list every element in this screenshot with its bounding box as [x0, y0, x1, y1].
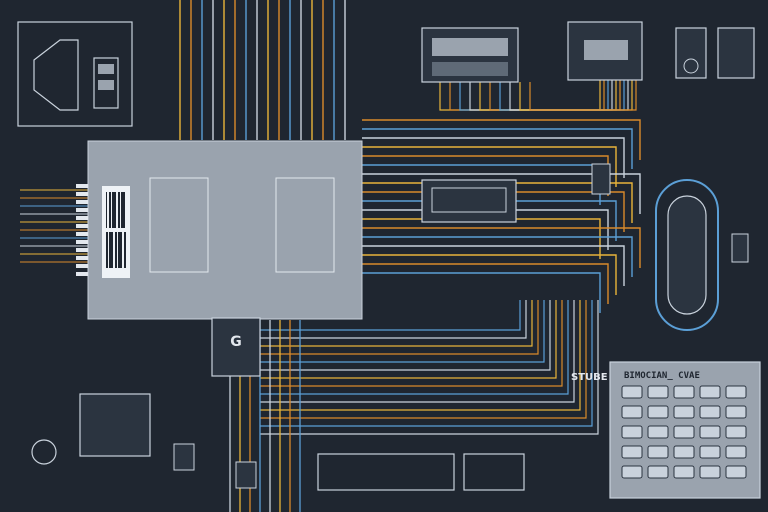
keypad-key — [647, 425, 669, 439]
wire — [529, 80, 637, 111]
wire — [260, 300, 539, 355]
keypad-key — [647, 465, 669, 479]
wire — [362, 272, 601, 313]
wire — [260, 300, 593, 427]
display-module-middle — [421, 179, 517, 223]
keypad-key — [621, 465, 643, 479]
wire — [362, 137, 625, 178]
keypad-key — [647, 405, 669, 419]
keypad-key — [699, 465, 721, 479]
keypad-key — [621, 405, 643, 419]
keypad-key — [673, 405, 695, 419]
keypad-key — [699, 385, 721, 399]
chip-pin — [76, 240, 88, 244]
chip-pin — [76, 208, 88, 212]
wire — [362, 263, 609, 304]
wire — [362, 236, 633, 277]
wire — [260, 300, 527, 339]
barcode-bar — [118, 232, 121, 268]
keypad-key — [725, 445, 747, 459]
chip-pin — [76, 184, 88, 188]
keypad-key — [725, 425, 747, 439]
wire — [260, 300, 569, 395]
keypad-key — [699, 445, 721, 459]
barcode-bar — [109, 232, 112, 268]
logo-chip: G — [211, 317, 261, 377]
barcode-bar — [112, 232, 113, 268]
keypad-panel: BIMOCIAN_ CVAE — [609, 361, 761, 499]
barcode-bar — [112, 192, 115, 228]
gauge-panel-bottom-left — [31, 393, 151, 465]
wire — [260, 300, 533, 347]
chip-pin — [76, 248, 88, 252]
keypad-key — [673, 445, 695, 459]
keypad-key — [725, 405, 747, 419]
wire — [260, 300, 599, 435]
barcode-bar — [106, 192, 107, 228]
wire — [362, 254, 617, 295]
keypad-panel-title: BIMOCIAN_ CVAE — [624, 371, 700, 381]
keypad-key — [699, 425, 721, 439]
display-module-right — [567, 21, 643, 81]
bottom-frame-1 — [317, 453, 455, 491]
wire — [260, 300, 545, 363]
display-module-top — [421, 27, 519, 83]
wire — [260, 300, 551, 371]
keypad-key — [725, 385, 747, 399]
keypad-key — [673, 385, 695, 399]
chip-pin — [76, 216, 88, 220]
barcode-bar — [121, 192, 124, 228]
keypad-key — [647, 445, 669, 459]
logo-chip-letter: G — [230, 334, 242, 350]
wire — [260, 300, 587, 419]
bottom-frame-2 — [463, 453, 525, 491]
wire — [260, 300, 575, 403]
wire — [260, 300, 563, 387]
connector-plugs — [173, 163, 749, 489]
barcode — [106, 192, 126, 268]
chip-pin — [76, 264, 88, 268]
chip-pin — [76, 224, 88, 228]
keypad-key — [621, 445, 643, 459]
keypad-key — [699, 405, 721, 419]
gauge-module — [675, 27, 755, 79]
wire — [362, 128, 633, 169]
chip-pin — [76, 200, 88, 204]
keypad-key — [621, 385, 643, 399]
keypad-key — [621, 425, 643, 439]
chip-pin — [76, 272, 88, 276]
wire — [362, 227, 641, 268]
main-controller-chip — [76, 140, 363, 320]
wire — [362, 245, 625, 286]
chip-pin — [76, 192, 88, 196]
chip-pin — [76, 232, 88, 236]
barcode-bar — [121, 232, 122, 268]
wire — [260, 300, 581, 411]
barcode-bar — [106, 232, 108, 268]
barcode-bar — [124, 232, 126, 268]
keypad-key — [673, 425, 695, 439]
wire — [260, 300, 557, 379]
wire — [260, 300, 521, 331]
barcode-bar — [124, 192, 125, 228]
keypad-key — [647, 385, 669, 399]
capsule-sensor — [655, 179, 719, 331]
barcode-bar — [115, 232, 117, 268]
barcode-bar — [109, 192, 111, 228]
barcode-bar — [118, 192, 120, 228]
barcode-bar — [115, 192, 116, 228]
keypad-keys — [621, 385, 747, 479]
side-label: STUBE — [571, 372, 608, 383]
keypad-key — [725, 465, 747, 479]
schematic-box-top-left — [17, 21, 133, 127]
wire — [362, 119, 641, 160]
chip-pads — [76, 184, 88, 276]
chip-pin — [76, 256, 88, 260]
wire — [362, 173, 641, 214]
keypad-key — [673, 465, 695, 479]
